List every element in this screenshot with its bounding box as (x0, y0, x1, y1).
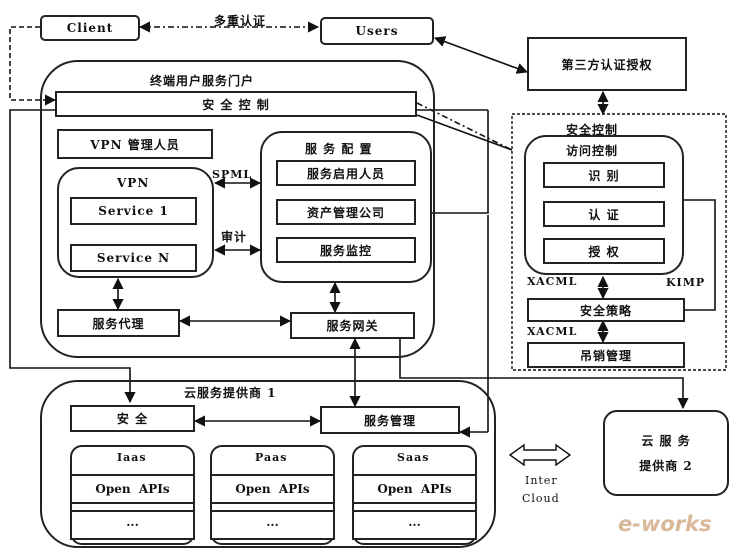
paas-title: Paas (255, 451, 288, 464)
service-gateway-box: 服务网关 (290, 312, 415, 339)
asset-label: 资产管理公司 (306, 205, 385, 220)
service1-label: Service 1 (98, 204, 169, 218)
authorize-label: 授 权 (588, 244, 620, 259)
xacml-label-2: XACML (527, 325, 578, 338)
users-label: Users (355, 24, 399, 38)
agent-label: 服务代理 (92, 316, 145, 331)
paas-apis-label: Open APIs (235, 482, 310, 496)
enablers-label: 服务启用人员 (306, 166, 385, 181)
service-monitor-box: 服务监控 (276, 237, 416, 263)
vpn-admin-label: VPN 管理人员 (90, 137, 180, 152)
gateway-label: 服务网关 (326, 319, 379, 333)
iaas-more-label: ··· (126, 518, 139, 532)
multi-auth-label: 多重认证 (214, 14, 267, 28)
asset-company-box: 资产管理公司 (276, 199, 416, 225)
vpn-service-n: Service N (70, 244, 197, 272)
access-control-title: 访问控制 (566, 144, 619, 158)
security-control-label: 安 全 控 制 (202, 97, 270, 112)
service-agent-box: 服务代理 (57, 309, 180, 337)
kimp-label: KIMP (666, 276, 706, 289)
security-control-bar: 安 全 控 制 (55, 91, 417, 117)
identify-box: 识 别 (543, 162, 665, 188)
end-user-portal (40, 60, 435, 358)
authenticate-label: 认 证 (588, 207, 620, 222)
serviceN-label: Service N (96, 251, 171, 265)
service-config-title: 服 务 配 置 (305, 142, 373, 156)
spml-label: SPML (212, 168, 253, 181)
cloud-provider-1 (40, 380, 496, 548)
security-panel-title: 安全控制 (566, 123, 619, 137)
intercloud-line2: Cloud (522, 492, 560, 505)
monitor-label: 服务监控 (319, 243, 372, 258)
paas-more-label: ··· (266, 518, 279, 532)
policy-label: 安全策略 (579, 303, 632, 318)
service-management-box: 服务管理 (320, 406, 460, 434)
cloud2-line1: 云 服 务 (641, 434, 691, 448)
management-label: 服务管理 (363, 413, 416, 428)
saas-more-label: ··· (408, 518, 421, 532)
vpn-title: VPN (117, 176, 150, 190)
iaas-open-apis: Open APIs (70, 474, 195, 504)
saas-apis-label: Open APIs (377, 482, 452, 496)
paas-more: ··· (210, 510, 335, 540)
revocation-box: 吊销管理 (527, 342, 685, 368)
client-label: Client (66, 21, 114, 35)
saas-more: ··· (352, 510, 477, 540)
xacml-label-1: XACML (527, 275, 578, 288)
cloud-security-box: 安 全 (70, 405, 195, 432)
authorize-box: 授 权 (543, 238, 665, 264)
intercloud-line1: Inter (525, 474, 558, 487)
cloud2-line2: 提供商 2 (639, 459, 693, 473)
audit-label: 审计 (221, 230, 248, 244)
cloud-security-label: 安 全 (116, 412, 149, 426)
security-policy-box: 安全策略 (527, 298, 685, 322)
iaas-title: Iaas (117, 451, 147, 464)
revocation-label: 吊销管理 (579, 348, 632, 363)
vpn-service-1: Service 1 (70, 197, 197, 225)
e-works-watermark: e-works (618, 512, 712, 536)
cloud-provider-2: 云 服 务 提供商 2 (603, 410, 729, 496)
paas-open-apis: Open APIs (210, 474, 335, 504)
saas-title: Saas (397, 451, 430, 464)
cloud1-title: 云服务提供商 1 (184, 386, 277, 400)
iaas-more: ··· (70, 510, 195, 540)
identify-label: 识 别 (588, 168, 620, 183)
portal-title: 终端用户服务门户 (150, 74, 255, 88)
vpn-admin-box: VPN 管理人员 (57, 129, 213, 159)
authenticate-box: 认 证 (543, 201, 665, 227)
third-party-auth-box: 第三方认证授权 (527, 37, 687, 91)
iaas-apis-label: Open APIs (95, 482, 170, 496)
users-box: Users (320, 17, 434, 45)
service-enablers-box: 服务启用人员 (276, 160, 416, 186)
client-box: Client (40, 15, 140, 41)
third-party-label: 第三方认证授权 (561, 57, 653, 72)
saas-open-apis: Open APIs (352, 474, 477, 504)
